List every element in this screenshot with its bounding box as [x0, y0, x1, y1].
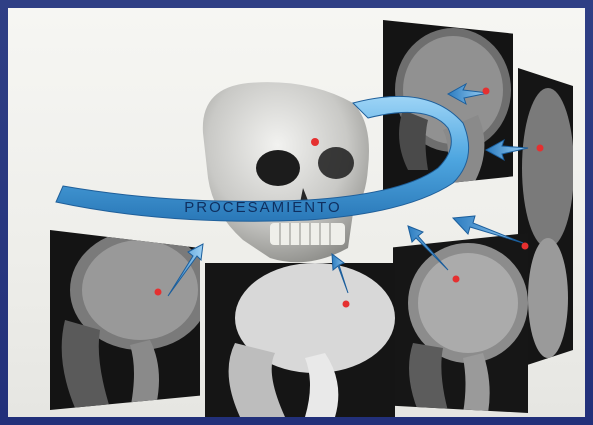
skull-illustration — [203, 82, 369, 262]
marker-dot — [537, 145, 544, 152]
marker-dot — [343, 301, 350, 308]
marker-dot — [155, 289, 162, 296]
marker-dot — [311, 138, 319, 146]
diagram-svg: PROCESAMIENTO — [8, 8, 585, 417]
arrow-icon — [453, 216, 523, 243]
arrow-icon — [486, 140, 528, 160]
arrow-icon — [408, 226, 448, 270]
marker-dot — [483, 88, 490, 95]
marker-dot — [453, 276, 460, 283]
band-label: PROCESAMIENTO — [184, 199, 341, 216]
arrow-icon — [448, 84, 488, 104]
marker-dot — [522, 243, 529, 250]
arrow-icon — [332, 254, 348, 293]
diagram-card: PROCESAMIENTO — [8, 8, 585, 417]
arrow-icon — [168, 244, 203, 296]
